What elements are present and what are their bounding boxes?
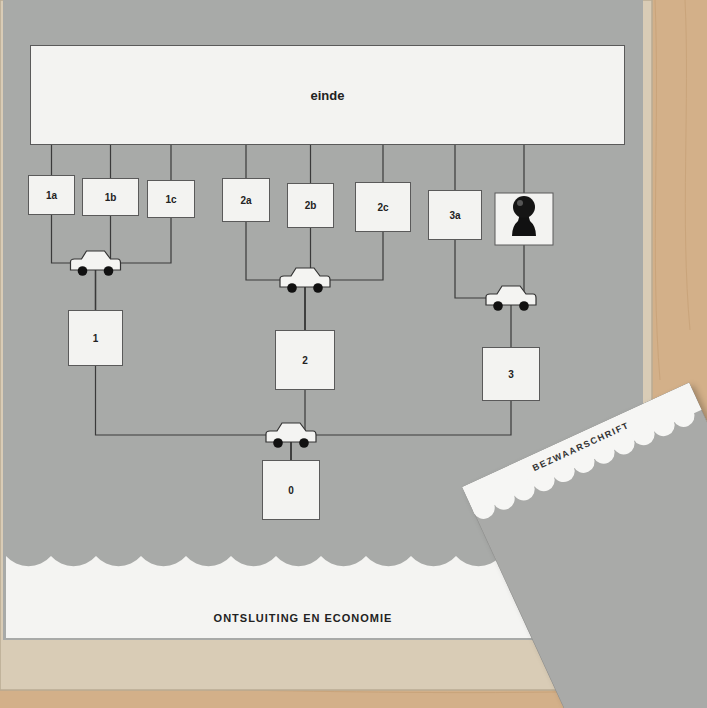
square-box: 1b — [82, 178, 139, 216]
square-box: 3 — [482, 347, 540, 401]
box-label: 3 — [508, 369, 514, 380]
pawn — [512, 196, 536, 236]
square-box: 2b — [287, 183, 334, 228]
box-label: 1b — [105, 192, 117, 203]
box-label: 1 — [93, 333, 99, 344]
square-box: 3a — [428, 190, 482, 240]
connector-line — [110, 145, 111, 178]
square-box: 2c — [355, 182, 411, 232]
connector-line — [51, 145, 52, 175]
box-label: 2 — [302, 355, 308, 366]
connector-line — [245, 145, 246, 178]
shape-outline — [462, 383, 707, 708]
connector-line — [170, 145, 171, 180]
box-label: 2a — [240, 195, 251, 206]
objection-card: BEZWAARSCHRIFT — [462, 383, 707, 708]
box-label: 1c — [165, 194, 176, 205]
connector-line — [310, 145, 311, 183]
box-label: 2b — [305, 200, 317, 211]
square-box: 1a — [28, 175, 75, 215]
connector-line — [382, 145, 383, 182]
square-box: 1c — [147, 180, 195, 218]
box-label: 3a — [449, 210, 460, 221]
connector-line — [96, 366, 292, 460]
box-label: 1a — [46, 190, 57, 201]
connector-line — [291, 401, 511, 460]
square-box: 2 — [275, 330, 335, 390]
box-label: einde — [311, 88, 345, 103]
box-label: 0 — [288, 485, 294, 496]
box-label: 2c — [377, 202, 388, 213]
end-band: einde — [30, 45, 625, 145]
connector-line — [454, 145, 455, 190]
square-box: 1 — [68, 310, 123, 366]
square-box: 0 — [262, 460, 320, 520]
square-box: 2a — [222, 178, 270, 222]
